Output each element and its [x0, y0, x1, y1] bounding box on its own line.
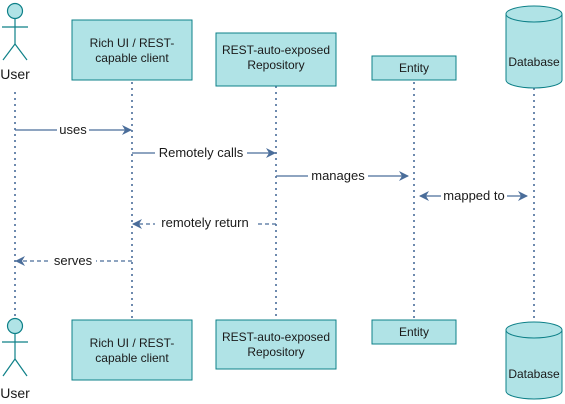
message-uses-label: uses [59, 122, 87, 137]
participant-label-line1: REST-auto-exposed [222, 43, 330, 57]
actor-leg-left [2, 358, 16, 377]
label-bg [57, 122, 89, 137]
database-cylinder-top [505, 321, 563, 339]
participant-repository-bottom[interactable]: REST-auto-exposed Repository [215, 319, 337, 370]
participant-client-top[interactable]: Rich UI / REST- capable client [71, 19, 193, 81]
participant-label-line1: Rich UI / REST- [90, 36, 175, 50]
participant-database-bottom[interactable] [505, 321, 563, 400]
actor-user-top[interactable] [2, 2, 28, 61]
label-bg [155, 216, 255, 231]
participant-repository-top[interactable]: REST-auto-exposed Repository [215, 32, 337, 87]
database-cylinder-top [505, 5, 563, 23]
participant-database-top-label: Database [508, 55, 560, 69]
participant-database-bottom-label: Database [508, 367, 560, 381]
participant-box [215, 319, 337, 370]
participant-label: Entity [399, 325, 429, 339]
participant-label-line2: Repository [247, 345, 304, 359]
actor-head [6, 2, 24, 20]
actor-user-top-label: User [0, 66, 30, 82]
participant-box [71, 319, 193, 381]
actor-user-bottom[interactable] [2, 317, 28, 377]
participant-label-line2: capable client [95, 351, 169, 365]
actor-leg-right [14, 358, 28, 377]
label-bg [441, 188, 507, 203]
participant-entity-bottom[interactable]: Entity [371, 319, 457, 345]
actor-user-bottom-label: User [0, 385, 30, 401]
message-mapped-to-label: mapped to [443, 188, 504, 203]
participant-database-top[interactable] [505, 5, 563, 89]
participant-box [371, 55, 457, 81]
message-remotely-calls-label: Remotely calls [159, 145, 244, 160]
actor-leg-left [2, 43, 16, 61]
actor-leg-right [14, 43, 28, 61]
message-remotely-return-label: remotely return [161, 215, 248, 230]
participant-box [71, 19, 193, 81]
database-cylinder-body [505, 330, 563, 400]
actor-head [6, 317, 24, 335]
participant-label-line2: capable client [95, 51, 169, 65]
database-cylinder-body [505, 14, 563, 89]
participant-label: Entity [399, 61, 429, 75]
participant-box [215, 32, 337, 87]
participant-label-line1: Rich UI / REST- [90, 336, 175, 350]
label-bg [155, 145, 247, 160]
participant-box [371, 319, 457, 345]
label-bg [308, 168, 368, 183]
participant-label-line2: Repository [247, 58, 304, 72]
message-manages-label: manages [311, 168, 365, 183]
participant-label-line1: REST-auto-exposed [222, 330, 330, 344]
participant-client-bottom[interactable]: Rich UI / REST- capable client [71, 319, 193, 381]
label-bg [51, 253, 96, 268]
participant-entity-top[interactable]: Entity [371, 55, 457, 81]
message-serves-label: serves [54, 253, 93, 268]
